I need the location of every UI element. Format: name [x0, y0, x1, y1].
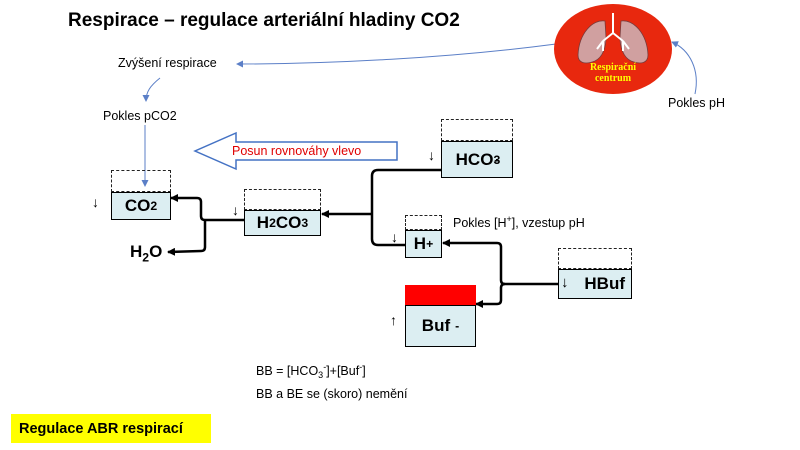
buf-main: Buf — [421, 316, 451, 335]
co2-dashed-level — [111, 170, 171, 192]
h2co3-down-arrow: ↓ — [232, 202, 239, 218]
hco3-down-arrow: ↓ — [428, 147, 435, 163]
respiratory-center: Respirační centrum — [553, 3, 673, 95]
h2co3-p1: H — [256, 213, 270, 232]
bb-end: ] — [362, 363, 366, 378]
legend-regulace: Regulace ABR respirací — [11, 414, 211, 443]
h2co3-s2: 3 — [301, 216, 309, 230]
h-box: H+ — [405, 230, 442, 258]
label-h-decrease: Pokles [H+], vzestup pH — [453, 214, 585, 230]
h2o-main: H — [130, 242, 143, 261]
h2o-label: H2O — [130, 242, 162, 264]
co2-sub: 2 — [150, 199, 158, 213]
h2co3-dashed-level — [244, 189, 321, 210]
bb-mid: ]+[Buf — [326, 363, 360, 378]
lungs-icon — [554, 4, 672, 94]
hbuf-box: HBuf — [558, 269, 632, 299]
h-main: H — [413, 234, 427, 253]
h2co3-s1: 2 — [269, 216, 276, 230]
label-increase-respiration: Zvýšení respirace — [118, 56, 217, 70]
h2co3-p2: CO — [275, 213, 302, 232]
label-decrease-pco2: Pokles pCO2 — [103, 109, 177, 123]
h2o-rest: O — [149, 242, 163, 261]
respiratory-center-line2: centrum — [594, 73, 632, 84]
bb-sup1: - — [323, 362, 327, 372]
hco3-sub: 3 — [493, 152, 501, 167]
bb-be-note: BB a BE se (skoro) nemění — [256, 387, 408, 401]
buf-sup: - — [455, 319, 460, 333]
label-h-decrease-plus: + — [506, 214, 512, 224]
hco3-main: HCO — [455, 149, 494, 169]
h-dashed-level — [405, 215, 442, 230]
bb-sup2: - — [359, 362, 363, 372]
label-shift-equilibrium: Posun rovnováhy vlevo — [232, 144, 362, 158]
respiratory-center-line1: Respirační — [589, 62, 637, 73]
h-sup: + — [426, 237, 434, 251]
label-h-decrease-text: Pokles [H — [453, 215, 507, 230]
hbuf-dashed-level — [558, 248, 632, 269]
buf-up-arrow: ↑ — [390, 312, 397, 328]
label-h-decrease-rest: ], vzestup pH — [511, 215, 585, 230]
h2o-sub: 2 — [142, 250, 150, 265]
h-down-arrow: ↓ — [391, 229, 398, 245]
bb-formula: BB = [HCO3-]+[Buf-] — [256, 362, 366, 380]
bb-prefix: BB = [HCO — [256, 363, 319, 378]
hbuf-down-arrow: ↓ — [561, 274, 569, 291]
hco3-dashed-level — [441, 119, 513, 141]
label-decrease-ph: Pokles pH — [668, 96, 725, 110]
hco3-sup: - — [494, 152, 499, 167]
co2-down-arrow: ↓ — [92, 194, 99, 210]
bb-sub: 3 — [318, 370, 324, 381]
buf-red-bar — [405, 285, 476, 305]
respiratory-center-label: Respirační centrum — [573, 62, 653, 84]
buf-box: Buf- — [405, 305, 476, 347]
co2-main: CO — [124, 196, 151, 215]
page-title: Respirace – regulace arteriální hladiny … — [68, 10, 460, 31]
hbuf-label: HBuf — [584, 274, 625, 293]
